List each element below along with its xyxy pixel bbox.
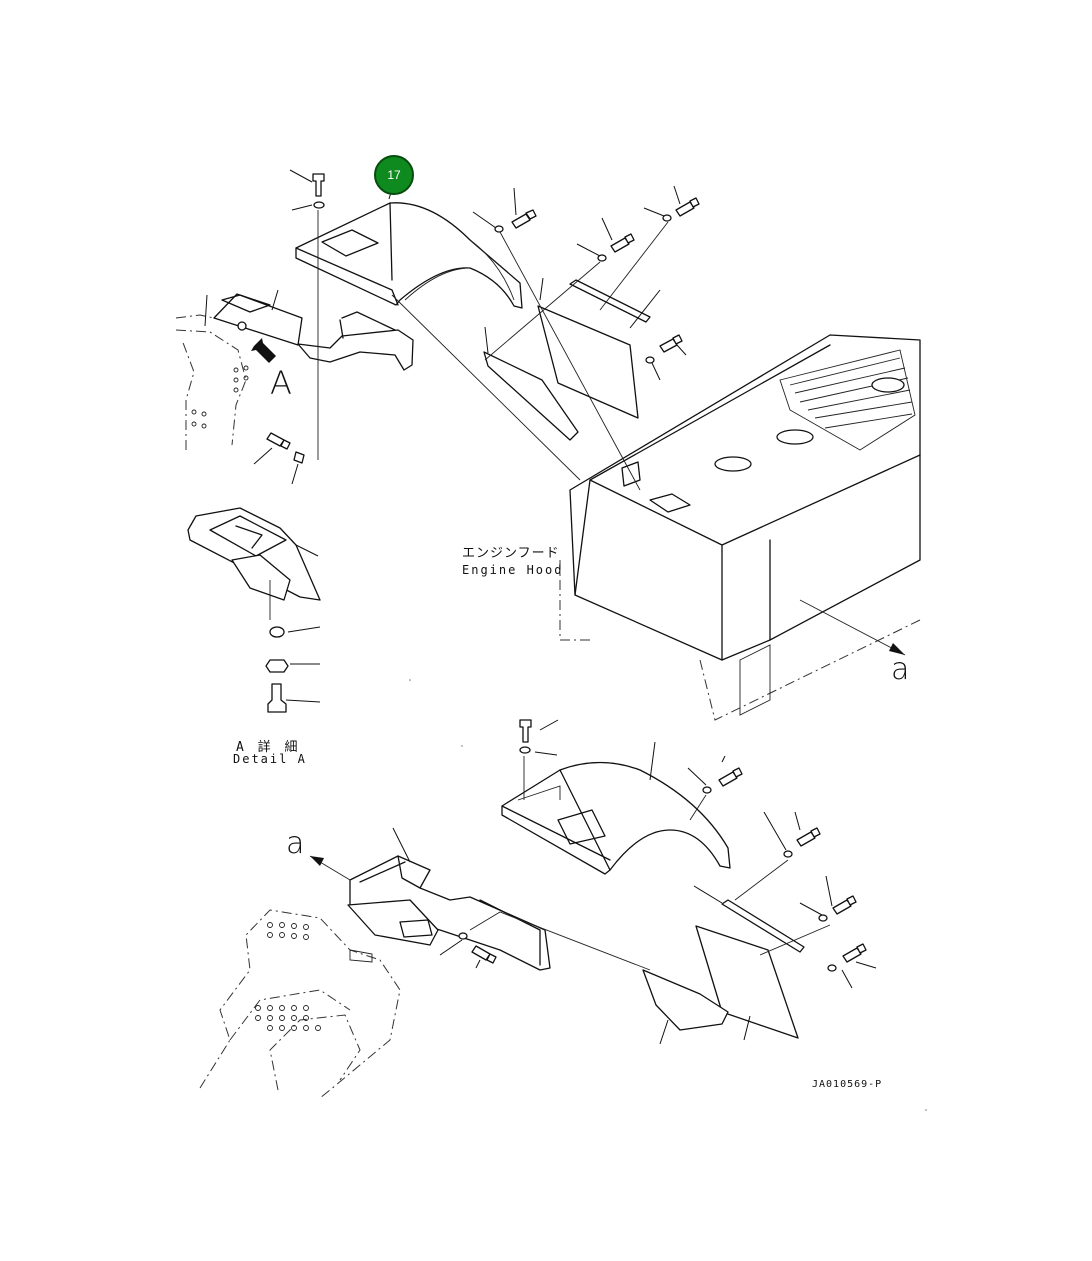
lower-hood-cover bbox=[501, 761, 731, 875]
upper-hood-cover bbox=[295, 202, 523, 309]
arrow-a-label-right: a bbox=[891, 652, 910, 687]
engine-hood-label-en: Engine Hood bbox=[462, 563, 564, 577]
upper-centerlines bbox=[317, 210, 906, 656]
lower-centerlines bbox=[309, 719, 877, 1045]
upper-bracket bbox=[213, 293, 414, 371]
cab-outline-bottom bbox=[199, 909, 401, 1099]
upper-fasteners bbox=[266, 173, 700, 464]
lower-bracket bbox=[347, 855, 551, 971]
engine-hood-body bbox=[559, 334, 921, 721]
view-a-label: A bbox=[270, 364, 292, 402]
floor-holes bbox=[255, 922, 321, 1031]
misc-marks bbox=[409, 679, 927, 1111]
detail-a-assembly bbox=[187, 507, 321, 713]
drawing-number: JA010569-P bbox=[812, 1079, 883, 1090]
upper-plates bbox=[483, 279, 651, 441]
view-a-arrow bbox=[251, 338, 276, 363]
lower-fasteners bbox=[458, 719, 867, 972]
arrow-a-label-left: a bbox=[286, 826, 305, 861]
engine-hood-label-jp: エンジンフード bbox=[462, 546, 560, 561]
detail-a-label-jp: A 詳 細 bbox=[236, 740, 301, 755]
lower-plates bbox=[642, 899, 805, 1039]
cab-outline-top bbox=[175, 314, 249, 450]
upper-leaders bbox=[204, 169, 687, 485]
detail-a-label-en: Detail A bbox=[233, 752, 307, 766]
part-callout-17[interactable]: 17 bbox=[374, 155, 414, 195]
